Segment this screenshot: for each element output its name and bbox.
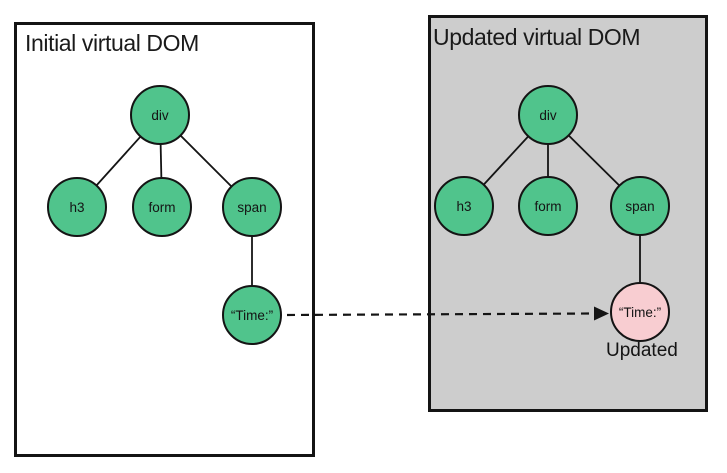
updated-node-h3: h3 <box>434 176 494 236</box>
initial-node-h3: h3 <box>47 177 107 237</box>
initial-panel-title: Initial virtual DOM <box>25 30 199 56</box>
updated-node-span: span <box>610 176 670 236</box>
updated-panel-title: Updated virtual DOM <box>433 24 641 50</box>
updated-node-time-text: “Time:” <box>610 282 670 342</box>
initial-node-span: span <box>222 177 282 237</box>
updated-node-caption: Updated <box>606 340 678 361</box>
updated-node-form: form <box>518 176 578 236</box>
updated-node-div: div <box>518 85 578 145</box>
initial-node-time-text: “Time:” <box>222 285 282 345</box>
initial-node-div: div <box>130 85 190 145</box>
initial-node-form: form <box>132 177 192 237</box>
